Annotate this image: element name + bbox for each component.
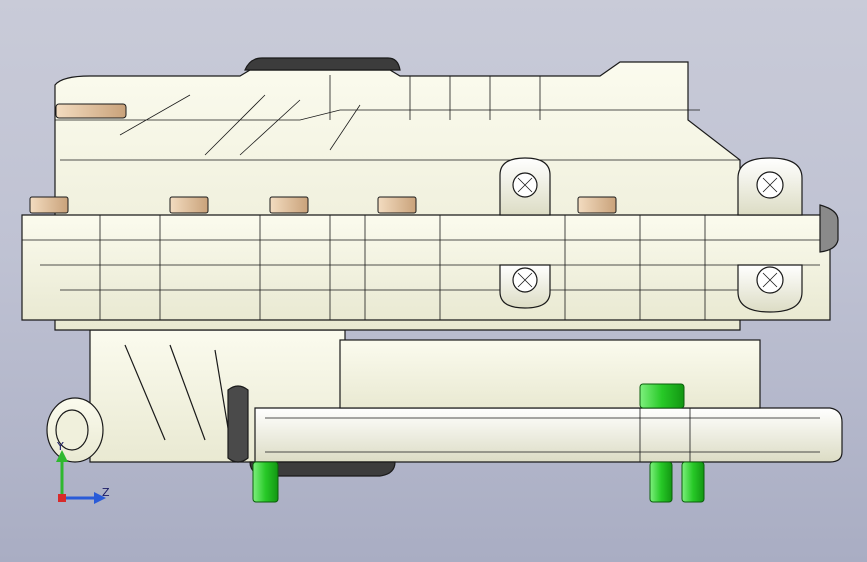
base-flange bbox=[254, 339, 843, 463]
z-axis-label: Z bbox=[102, 486, 110, 499]
valve-body bbox=[21, 204, 839, 321]
highlighted-fasteners bbox=[252, 383, 705, 503]
bolt-heads bbox=[29, 103, 617, 214]
y-axis-label: Y bbox=[57, 440, 64, 453]
side-cover-dark bbox=[227, 385, 249, 463]
mounting-ears bbox=[499, 157, 803, 313]
seal-ring-bottom bbox=[249, 461, 396, 477]
seal-ring-top bbox=[244, 57, 401, 71]
coordinate-triad-icon bbox=[56, 450, 106, 504]
